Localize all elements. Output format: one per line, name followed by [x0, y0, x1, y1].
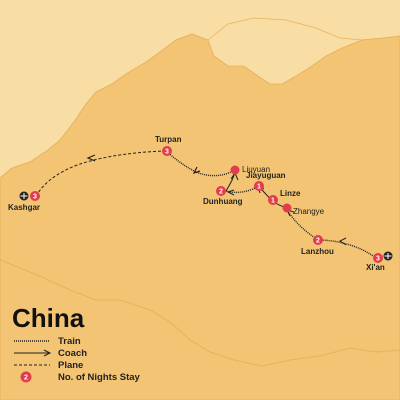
city-label: Liuyuan [242, 165, 270, 174]
night-badge-icon [313, 235, 323, 245]
city-linze: 1 Linze [268, 189, 301, 205]
plane-route-arrow [86, 154, 96, 162]
night-badge-icon [216, 186, 226, 196]
plane-route [35, 150, 167, 197]
city-label: Zhangye [293, 207, 325, 216]
mongolia-region [207, 17, 363, 85]
city-dunhuang: 2 Dunhuang [203, 186, 243, 206]
south-border [0, 259, 400, 367]
city-xian: 3 Xi'an [366, 251, 393, 272]
legend-label: Train [58, 335, 81, 347]
city-liuyuan: Liuyuan [230, 165, 270, 175]
night-count: 3 [376, 256, 380, 263]
night-badge-icon: 2 [14, 371, 58, 383]
city-label: Lanzhou [301, 247, 334, 256]
city-lanzhou: 2 Lanzhou [301, 235, 334, 256]
city-label: Dunhuang [203, 197, 243, 206]
coach-line-icon [14, 347, 58, 359]
map-title: China [12, 303, 85, 333]
city-dot [230, 165, 240, 175]
train-route-lanzhou-arrow [339, 237, 347, 246]
plane-icon-glyph [384, 253, 392, 259]
city-kashgar: 3 Kashgar [8, 191, 40, 212]
legend-item-plane: Plane [14, 359, 140, 371]
city-label: Linze [280, 189, 301, 198]
night-count: 1 [257, 184, 261, 191]
night-count: 3 [165, 149, 169, 156]
legend-item-train: Train [14, 335, 140, 347]
train-route-zhangye [285, 207, 319, 241]
city-label: Jiayuguan [246, 171, 286, 180]
city-dot [282, 203, 292, 213]
night-badge-icon [162, 146, 172, 156]
night-count: 3 [33, 194, 37, 201]
night-badge-icon [373, 253, 383, 263]
train-route-turpan-arrow [192, 166, 201, 175]
legend-item-coach: Coach [14, 347, 140, 359]
city-zhangye: Zhangye [282, 203, 325, 216]
legend-label: Plane [58, 359, 84, 371]
map-legend: Train Coach Plane 2 No. of Nights Stay [14, 335, 140, 383]
night-badge-icon [254, 181, 264, 191]
train-route-lanzhou [317, 239, 377, 259]
legend-item-nights: 2 No. of Nights Stay [14, 371, 140, 383]
train-line-icon [14, 335, 58, 347]
night-count: 2 [316, 238, 320, 245]
city-label: Xi'an [366, 263, 385, 272]
train-route-turpan [165, 150, 235, 177]
city-jiayuguan: 1 Jiayuguan [246, 171, 286, 191]
legend-badge-number: 2 [24, 375, 28, 382]
legend-label: Coach [58, 347, 88, 359]
city-turpan: 3 Turpan [155, 135, 182, 156]
night-count: 1 [271, 198, 275, 205]
legend-label: No. of Nights Stay [58, 371, 140, 383]
city-label: Turpan [155, 135, 182, 144]
train-route-dunhuang-arrow [226, 189, 235, 196]
city-label: Kashgar [8, 203, 40, 212]
plane-icon-glyph [20, 193, 28, 199]
night-count: 2 [219, 189, 223, 196]
plane-line-icon [14, 359, 58, 371]
night-badge-icon [30, 191, 40, 201]
night-badge-icon [268, 195, 278, 205]
